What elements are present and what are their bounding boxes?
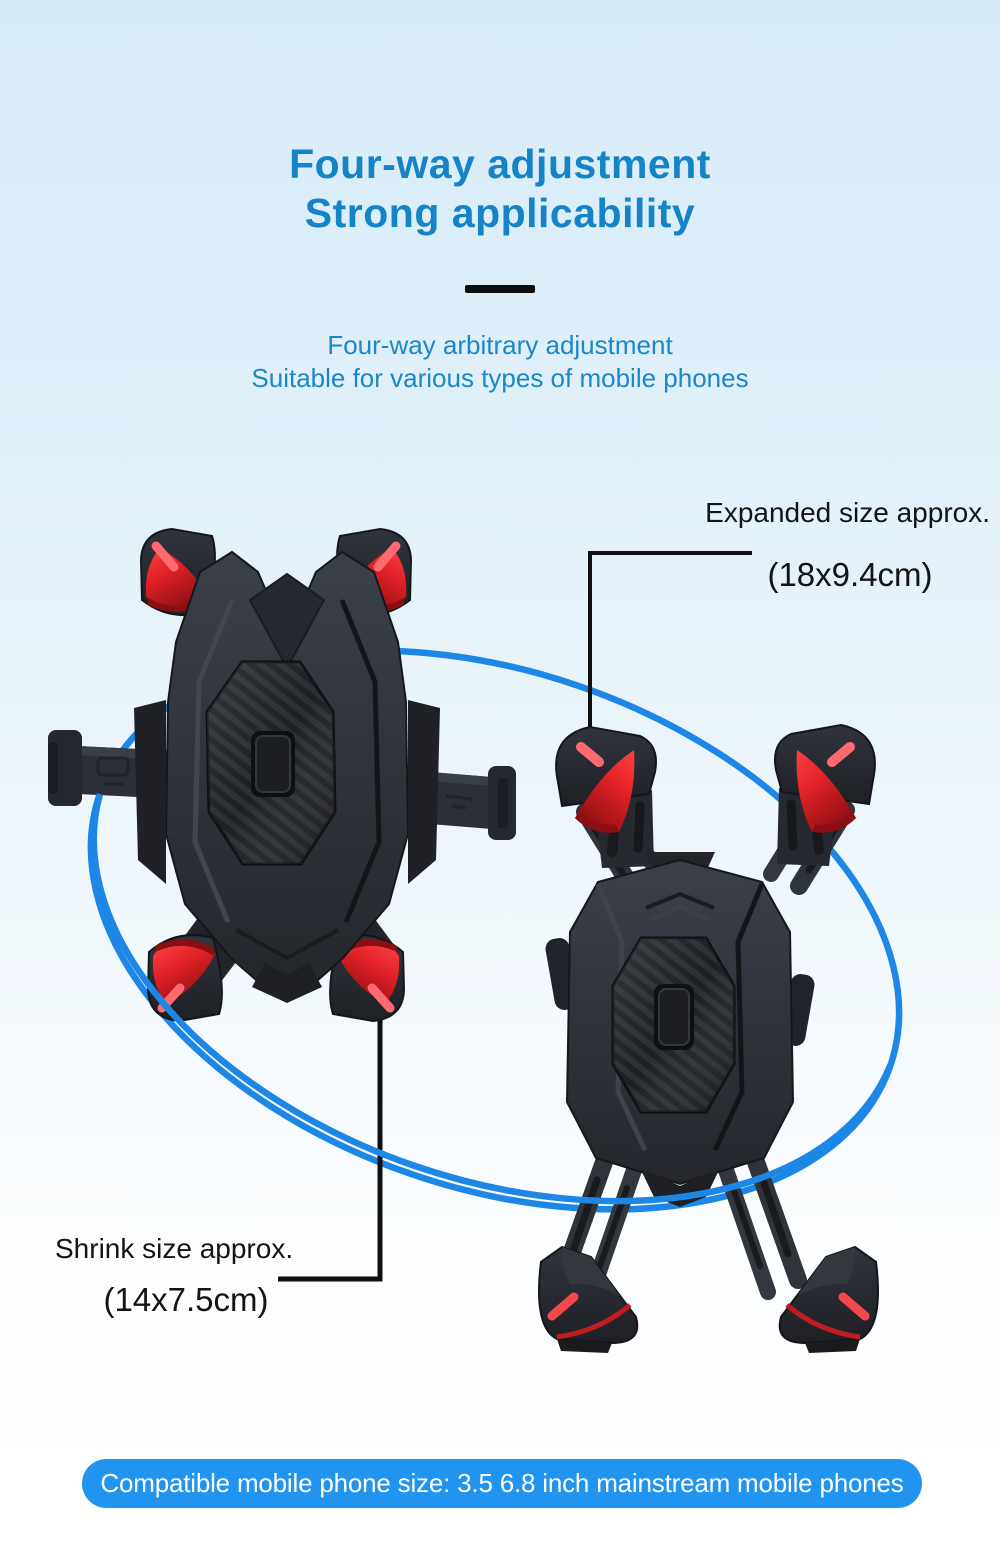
shrink-size-callout-line (278, 1010, 383, 1282)
center-button (654, 984, 694, 1050)
center-button (251, 731, 295, 797)
clamp-top-right (774, 723, 876, 866)
expanded-holder-figure (538, 723, 879, 1353)
clamp-bottom-left (538, 1245, 639, 1353)
highlight-ellipse-back (87, 647, 903, 1213)
shrink-size-label: Shrink size approx. (55, 1233, 294, 1264)
right-strap (430, 766, 516, 840)
expanded-size-value: (18x9.4cm) (767, 556, 933, 593)
clamp-bottom-right (778, 1245, 879, 1353)
highlight-ellipse-front (90, 793, 894, 1205)
page-title-line2: Strong applicability (304, 190, 696, 236)
shrink-size-value: (14x7.5cm) (103, 1281, 269, 1318)
page-title-line1: Four-way adjustment (289, 141, 711, 187)
subtitle-line1: Four-way arbitrary adjustment (327, 330, 673, 360)
clamp-top-left (555, 725, 657, 868)
compatibility-badge: Compatible mobile phone size: 3.5 6.8 in… (82, 1459, 922, 1508)
title-divider (465, 285, 535, 293)
subtitle-line2: Suitable for various types of mobile pho… (251, 363, 749, 393)
compatibility-text: Compatible mobile phone size: 3.5 6.8 in… (100, 1468, 904, 1498)
compact-holder-figure (48, 527, 516, 1023)
expanded-size-callout-line (588, 551, 752, 742)
expanded-size-label: Expanded size approx. (705, 497, 990, 528)
clamp-bottom-left (146, 934, 223, 1023)
